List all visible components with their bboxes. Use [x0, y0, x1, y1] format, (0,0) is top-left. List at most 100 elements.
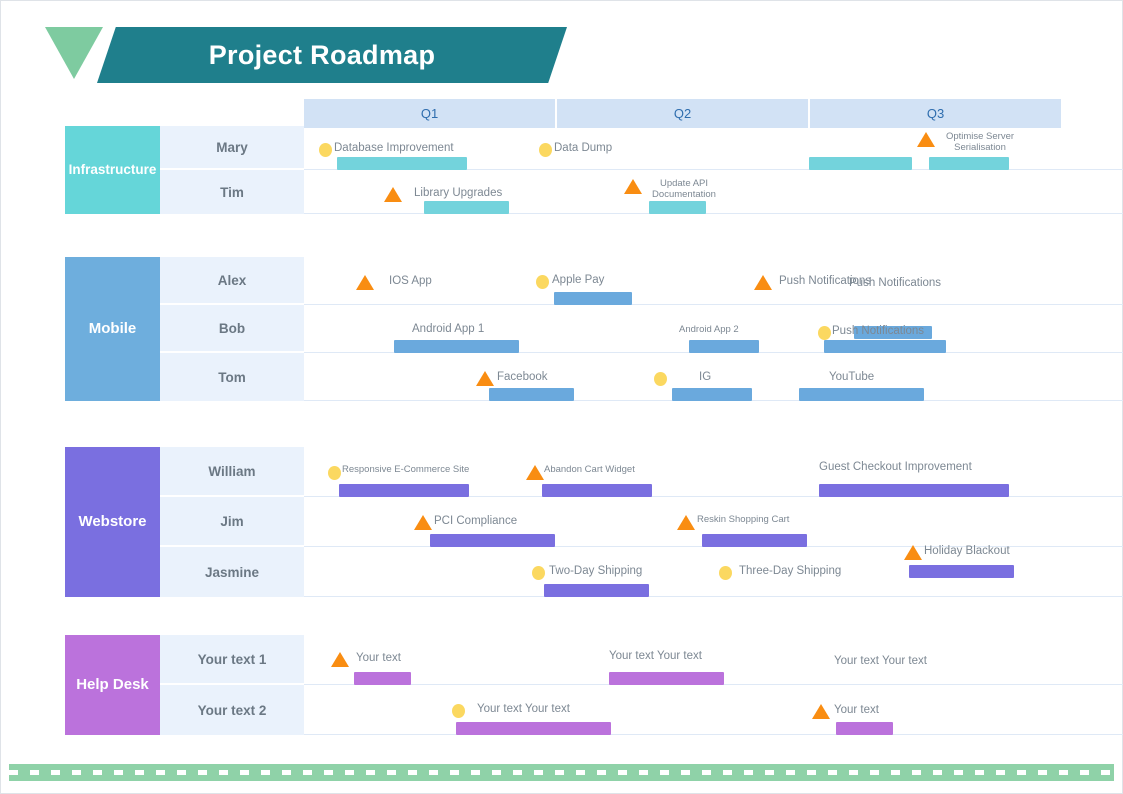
- task-bar[interactable]: [824, 340, 946, 353]
- task-bar[interactable]: [809, 157, 912, 170]
- task-label[interactable]: PCI Compliance: [434, 515, 518, 527]
- task-label[interactable]: Update API Documentation: [652, 178, 716, 200]
- task-bar[interactable]: [489, 388, 574, 401]
- task-label[interactable]: YouTube: [829, 371, 875, 383]
- timeline-track: Database Improvement Data Dump Optimise Se…: [304, 126, 1123, 170]
- milestone-triangle-icon: [812, 704, 830, 719]
- task-bar[interactable]: [354, 672, 411, 685]
- task-bar[interactable]: [799, 388, 924, 401]
- task-label[interactable]: Responsive E-Commerce Site: [342, 464, 470, 475]
- row-owner-name[interactable]: Your text 2: [160, 685, 304, 735]
- task-label[interactable]: Three-Day Shipping: [739, 565, 842, 577]
- task-label[interactable]: Two-Day Shipping: [549, 565, 643, 577]
- track-baseline: [304, 169, 1123, 170]
- row-owner-name[interactable]: Jasmine: [160, 547, 304, 597]
- task-bar[interactable]: [544, 584, 649, 597]
- milestone-triangle-icon: [356, 275, 374, 290]
- table-row: William Responsive E-Commerce Site Abandon…: [160, 447, 1123, 497]
- milestone-triangle-icon: [677, 515, 695, 530]
- banner-plate: [97, 27, 567, 83]
- timeline-track: IOS App Apple Pay Push Notifications: [304, 257, 1123, 305]
- task-bar[interactable]: [702, 534, 807, 547]
- task-bar[interactable]: [394, 340, 519, 353]
- footer-bar: [9, 764, 1114, 781]
- milestone-triangle-icon: [384, 187, 402, 202]
- row-owner-name[interactable]: Mary: [160, 126, 304, 170]
- task-label[interactable]: Data Dump: [554, 142, 613, 154]
- milestone-circle-icon: [452, 704, 465, 718]
- task-label[interactable]: Your text Your text: [477, 703, 570, 715]
- timeline-track: Library Upgrades Update API Documentation: [304, 170, 1123, 214]
- milestone-circle-icon: [536, 275, 549, 289]
- task-bar[interactable]: [649, 201, 706, 214]
- task-bar[interactable]: [554, 292, 632, 305]
- swimlane-label-infrastructure[interactable]: Infrastructure: [65, 126, 160, 214]
- track-baseline: [304, 213, 1123, 214]
- task-label[interactable]: Android App 2: [679, 324, 739, 335]
- row-owner-name[interactable]: Jim: [160, 497, 304, 547]
- swimlane-label-help-desk[interactable]: Help Desk: [65, 635, 160, 735]
- task-label[interactable]: Holiday Blackout: [924, 545, 1010, 557]
- task-bar[interactable]: [854, 326, 932, 339]
- task-bar[interactable]: [430, 534, 555, 547]
- task-label[interactable]: Push Notifications: [849, 277, 942, 289]
- timeline-track: Your text Your text Your text: [304, 685, 1123, 735]
- task-label[interactable]: Optimise Server Serialisation: [945, 131, 1015, 153]
- milestone-triangle-icon: [414, 515, 432, 530]
- task-bar[interactable]: [929, 157, 1009, 170]
- task-bar[interactable]: [836, 722, 893, 735]
- task-bar[interactable]: [424, 201, 509, 214]
- row-owner-name[interactable]: Tim: [160, 170, 304, 214]
- swimlane-label-webstore[interactable]: Webstore: [65, 447, 160, 597]
- milestone-circle-icon: [719, 566, 732, 580]
- swimlane-label-mobile[interactable]: Mobile: [65, 257, 160, 401]
- task-bar[interactable]: [609, 672, 724, 685]
- footer-dashes: [9, 770, 1114, 775]
- milestone-triangle-icon: [754, 275, 772, 290]
- quarter-header-q2[interactable]: Q2: [557, 99, 810, 128]
- task-label[interactable]: Your text: [356, 652, 401, 664]
- task-label[interactable]: Your text: [834, 704, 879, 716]
- task-bar[interactable]: [689, 340, 759, 353]
- task-label[interactable]: Library Upgrades: [414, 187, 503, 199]
- task-label[interactable]: Push Notifications: [832, 325, 925, 337]
- task-label[interactable]: Your text Your text: [834, 655, 927, 667]
- row-owner-name[interactable]: William: [160, 447, 304, 497]
- task-label[interactable]: Android App 1: [412, 323, 485, 335]
- task-label[interactable]: Apple Pay: [552, 274, 605, 286]
- task-bar[interactable]: [909, 565, 1014, 578]
- quarter-header-q3[interactable]: Q3: [810, 99, 1061, 128]
- task-label[interactable]: IG: [699, 371, 712, 383]
- row-owner-name[interactable]: Your text 1: [160, 635, 304, 685]
- task-label[interactable]: Abandon Cart Widget: [544, 464, 635, 475]
- task-bar[interactable]: [456, 722, 611, 735]
- task-label[interactable]: Your text Your text: [609, 650, 702, 662]
- row-owner-name[interactable]: Alex: [160, 257, 304, 305]
- task-label[interactable]: Push Notifications: [779, 275, 872, 287]
- task-bar[interactable]: [672, 388, 752, 401]
- task-bar[interactable]: [542, 484, 652, 497]
- task-label[interactable]: Reskin Shopping Cart: [697, 514, 790, 525]
- task-label[interactable]: Database Improvement: [334, 142, 454, 154]
- task-label[interactable]: Guest Checkout Improvement: [819, 461, 972, 473]
- milestone-triangle-icon: [904, 545, 922, 560]
- task-label[interactable]: IOS App: [389, 275, 432, 287]
- task-bar[interactable]: [337, 157, 467, 170]
- row-owner-name[interactable]: Tom: [160, 353, 304, 401]
- timeline-track: Facebook IG YouTube: [304, 353, 1123, 401]
- task-bar[interactable]: [819, 484, 1009, 497]
- row-owner-name[interactable]: Bob: [160, 305, 304, 353]
- milestone-triangle-icon: [624, 179, 642, 194]
- track-baseline: [304, 596, 1123, 597]
- task-bar[interactable]: [339, 484, 469, 497]
- task-label[interactable]: Facebook: [497, 371, 548, 383]
- quarter-header-q1[interactable]: Q1: [304, 99, 557, 128]
